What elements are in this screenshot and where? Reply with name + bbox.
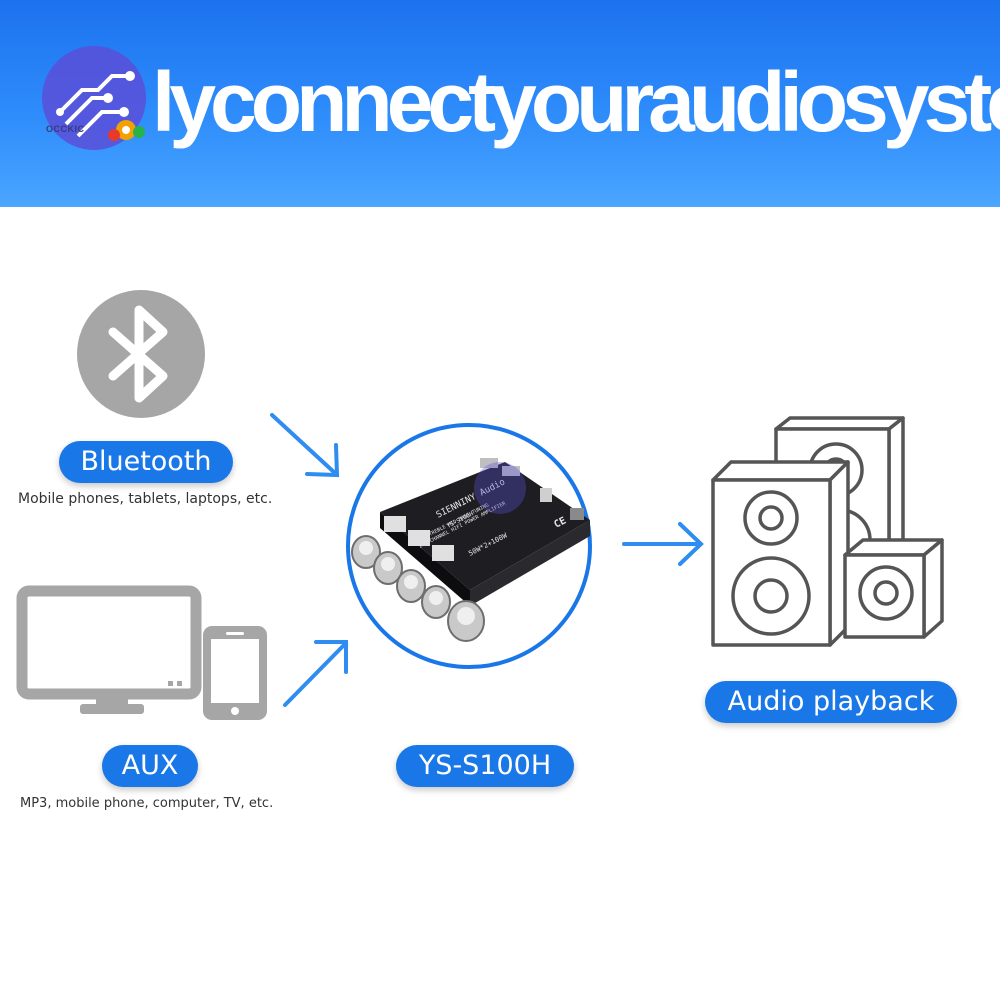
bluetooth-label: Bluetooth bbox=[59, 441, 233, 483]
logo-text: OCCKIC bbox=[46, 124, 85, 134]
device-label: YS-S100H bbox=[396, 745, 574, 787]
arrow-bluetooth-to-amp bbox=[270, 413, 340, 478]
aux-caption: MP3, mobile phone, computer, TV, etc. bbox=[20, 796, 274, 811]
speakers-icon bbox=[711, 416, 944, 647]
headline-text: lyconnectyouraudiosystem bbox=[152, 55, 1000, 149]
audio-playback-label: Audio playback bbox=[705, 681, 957, 723]
occkic-logo-icon bbox=[42, 46, 146, 150]
bluetooth-caption: Mobile phones, tablets, laptops, etc. bbox=[18, 491, 273, 507]
monitor-phone-icon bbox=[16, 585, 267, 720]
bluetooth-icon bbox=[77, 290, 205, 418]
arrow-amp-to-speakers bbox=[622, 522, 704, 566]
board-text-ce: CE bbox=[552, 515, 568, 530]
header-banner: lyconnectyouraudiosystem OCCKIC bbox=[0, 0, 1000, 207]
arrow-aux-to-amp bbox=[283, 640, 348, 707]
aux-label: AUX bbox=[102, 745, 198, 787]
headline: lyconnectyouraudiosystem bbox=[30, 52, 1000, 152]
amplifier-board: SIENNINY Audio YS-S100H TREBLE MID BASS … bbox=[346, 423, 592, 669]
